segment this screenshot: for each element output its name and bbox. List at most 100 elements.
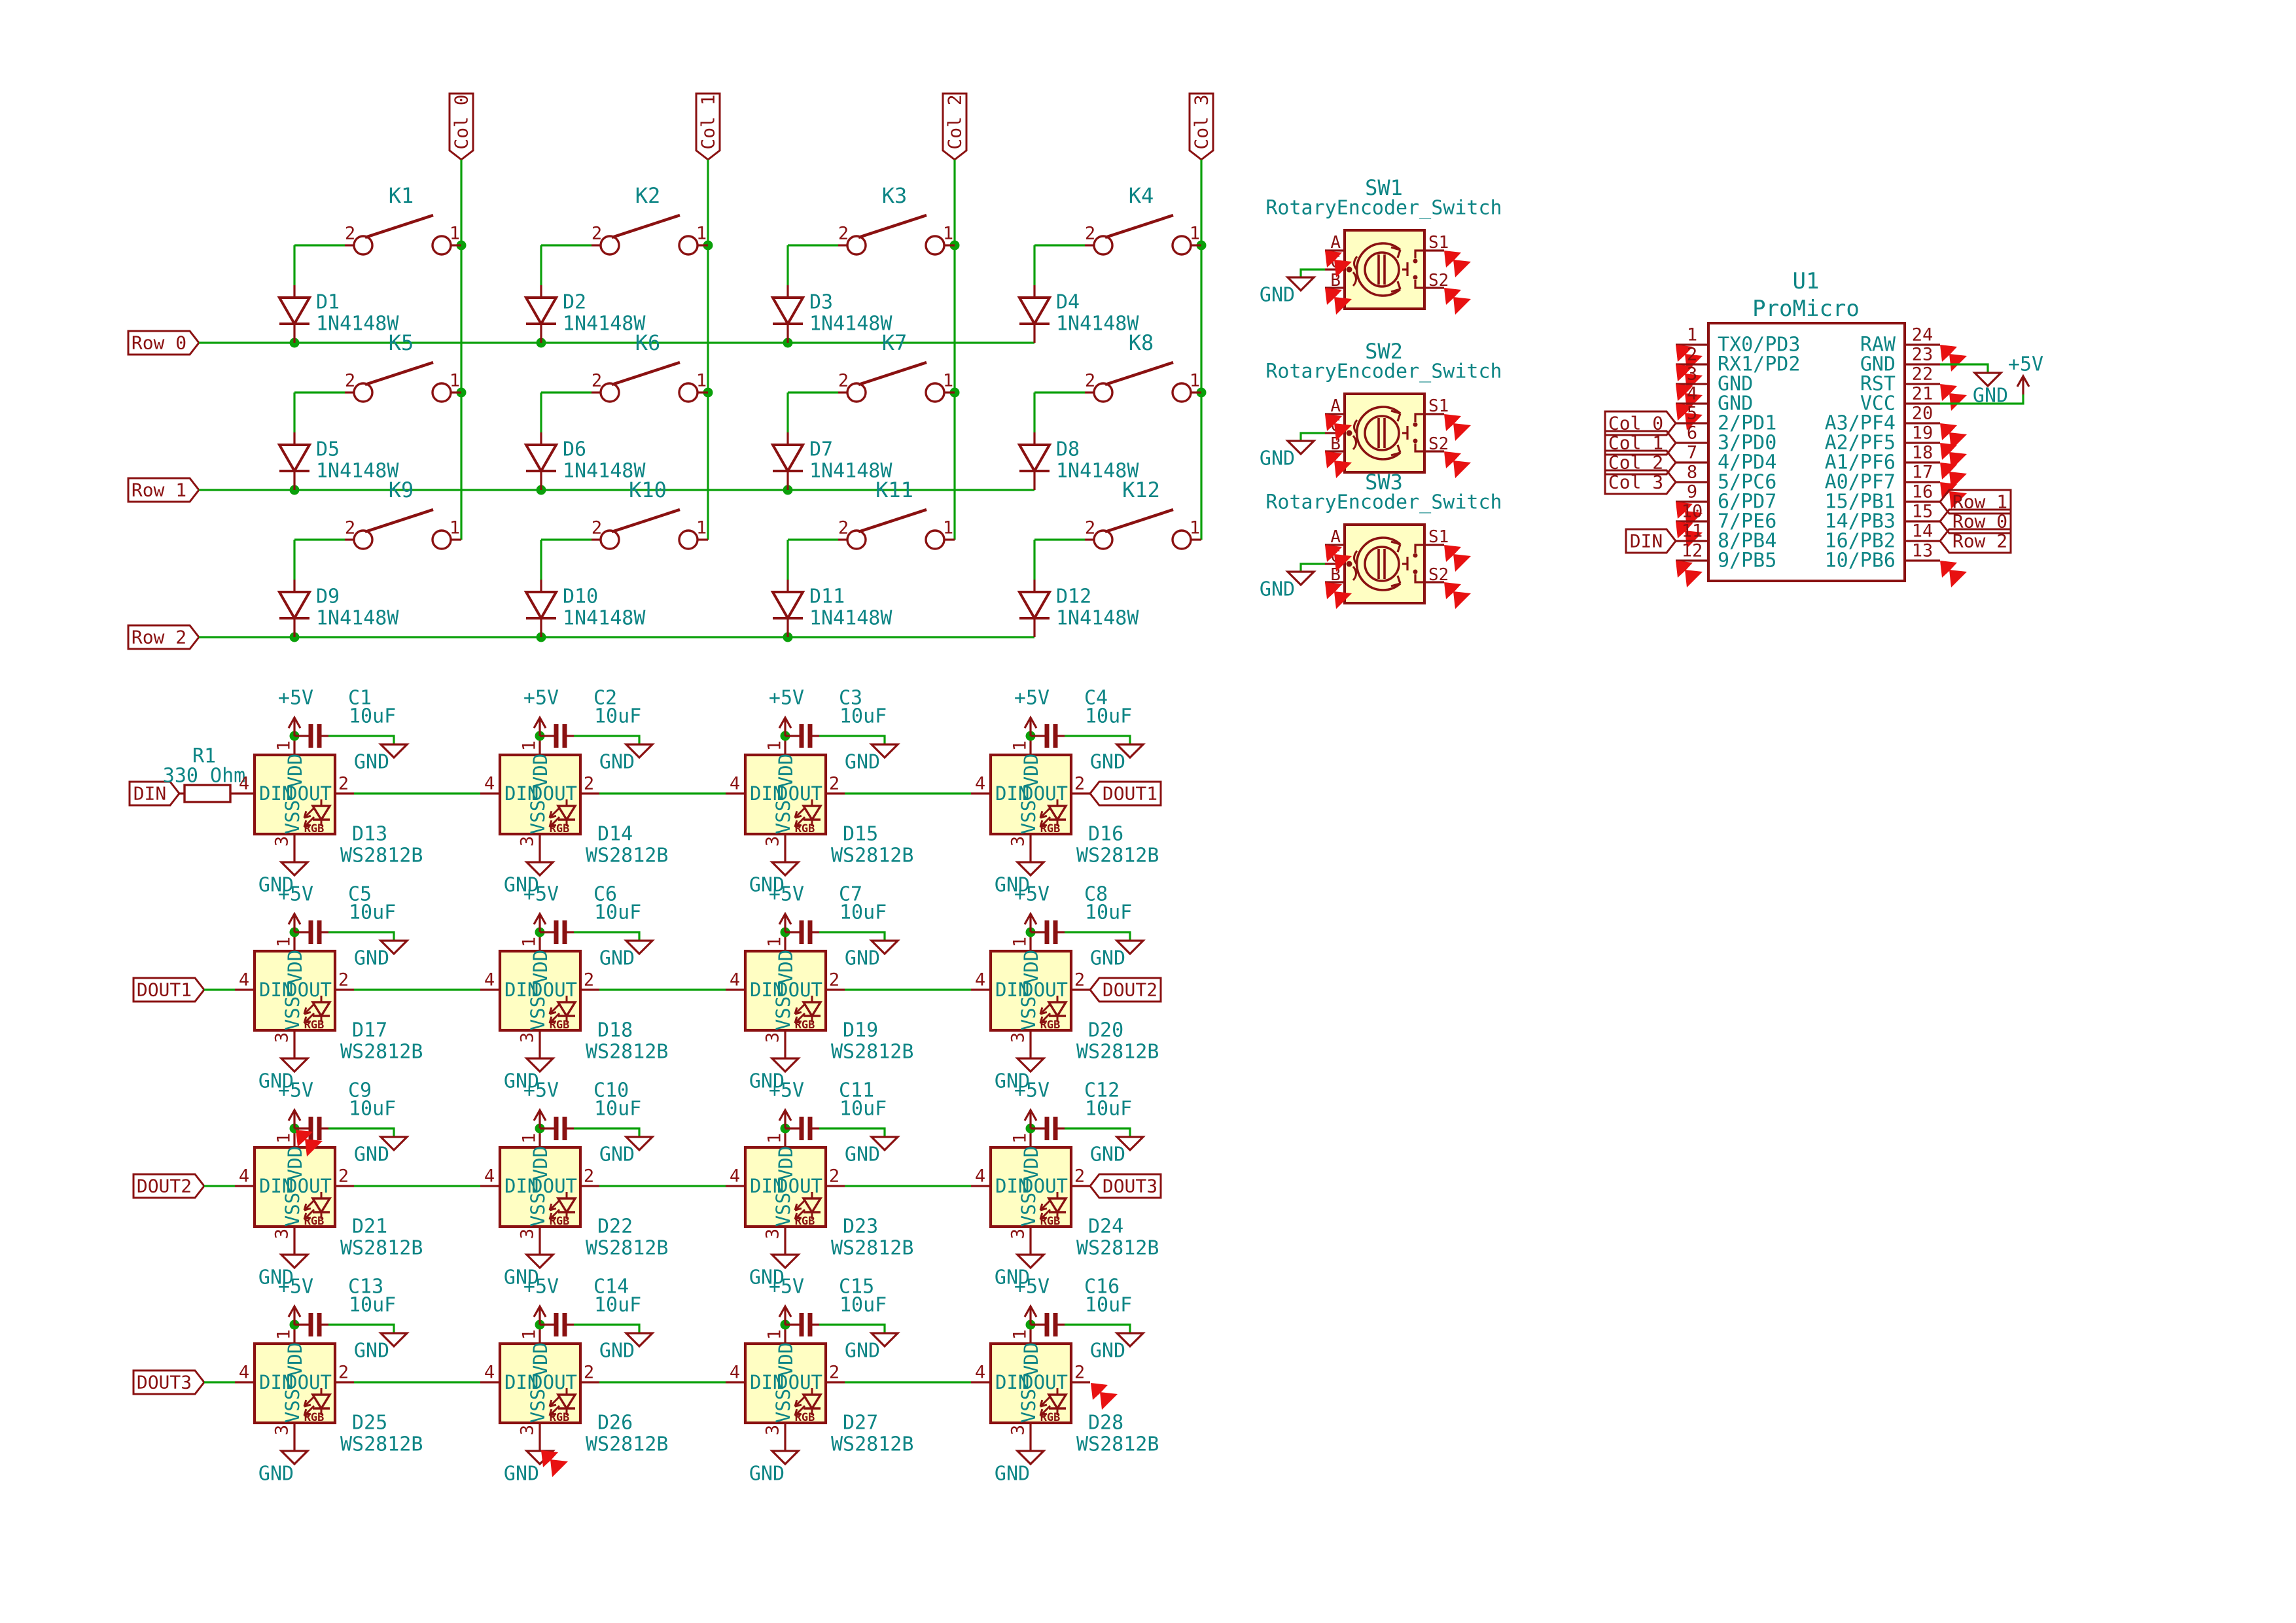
wire[interactable] xyxy=(574,1127,641,1137)
hier-label-DIN[interactable]: DIN xyxy=(128,780,181,807)
hier-label-DIN[interactable]: DIN xyxy=(1625,528,1677,554)
hier-label-DOUT3[interactable]: DOUT3 xyxy=(1089,1173,1162,1199)
wire[interactable] xyxy=(1940,394,2024,405)
hier-label-DOUT3[interactable]: DOUT3 xyxy=(132,1369,205,1395)
wire[interactable] xyxy=(328,735,395,744)
wire[interactable] xyxy=(1299,268,1325,277)
wire[interactable] xyxy=(1065,931,1131,941)
hier-label-DOUT1[interactable]: DOUT1 xyxy=(132,977,205,1003)
wire[interactable] xyxy=(1940,363,1989,373)
wire[interactable] xyxy=(1299,432,1325,441)
wire[interactable] xyxy=(574,931,641,941)
wire[interactable] xyxy=(328,931,395,941)
hier-label-Row-2[interactable]: Row 2 xyxy=(127,624,200,650)
wire[interactable] xyxy=(819,735,886,744)
hier-label-Col-3[interactable]: Col 3 xyxy=(1188,92,1214,161)
wire[interactable] xyxy=(819,931,886,941)
wire[interactable] xyxy=(574,1323,641,1333)
wire[interactable] xyxy=(328,1323,395,1333)
wire[interactable] xyxy=(819,1127,886,1137)
mcu-body[interactable] xyxy=(1707,322,1906,582)
resistor-body[interactable] xyxy=(183,784,232,803)
hier-label-Row-2[interactable]: Row 2 xyxy=(1939,528,2012,554)
hier-label-Row-0[interactable]: Row 0 xyxy=(127,330,200,356)
hier-label-Row-1[interactable]: Row 1 xyxy=(127,477,200,503)
wire[interactable] xyxy=(328,1127,395,1137)
hier-label-DOUT2[interactable]: DOUT2 xyxy=(1089,977,1162,1003)
hier-label-Col-1[interactable]: Col 1 xyxy=(695,92,721,161)
wire[interactable] xyxy=(819,1323,886,1333)
hier-label-DOUT1[interactable]: DOUT1 xyxy=(1089,780,1162,807)
wire[interactable] xyxy=(1065,1323,1131,1333)
wire[interactable] xyxy=(574,735,641,744)
wire[interactable] xyxy=(1065,1127,1131,1137)
hier-label-Col-0[interactable]: Col 0 xyxy=(448,92,474,161)
wire[interactable] xyxy=(1065,735,1131,744)
hier-label-Col-3[interactable]: Col 3 xyxy=(1604,469,1677,495)
hier-label-DOUT2[interactable]: DOUT2 xyxy=(132,1173,205,1199)
wire[interactable] xyxy=(1299,563,1325,572)
hier-label-Col-2[interactable]: Col 2 xyxy=(942,92,968,161)
